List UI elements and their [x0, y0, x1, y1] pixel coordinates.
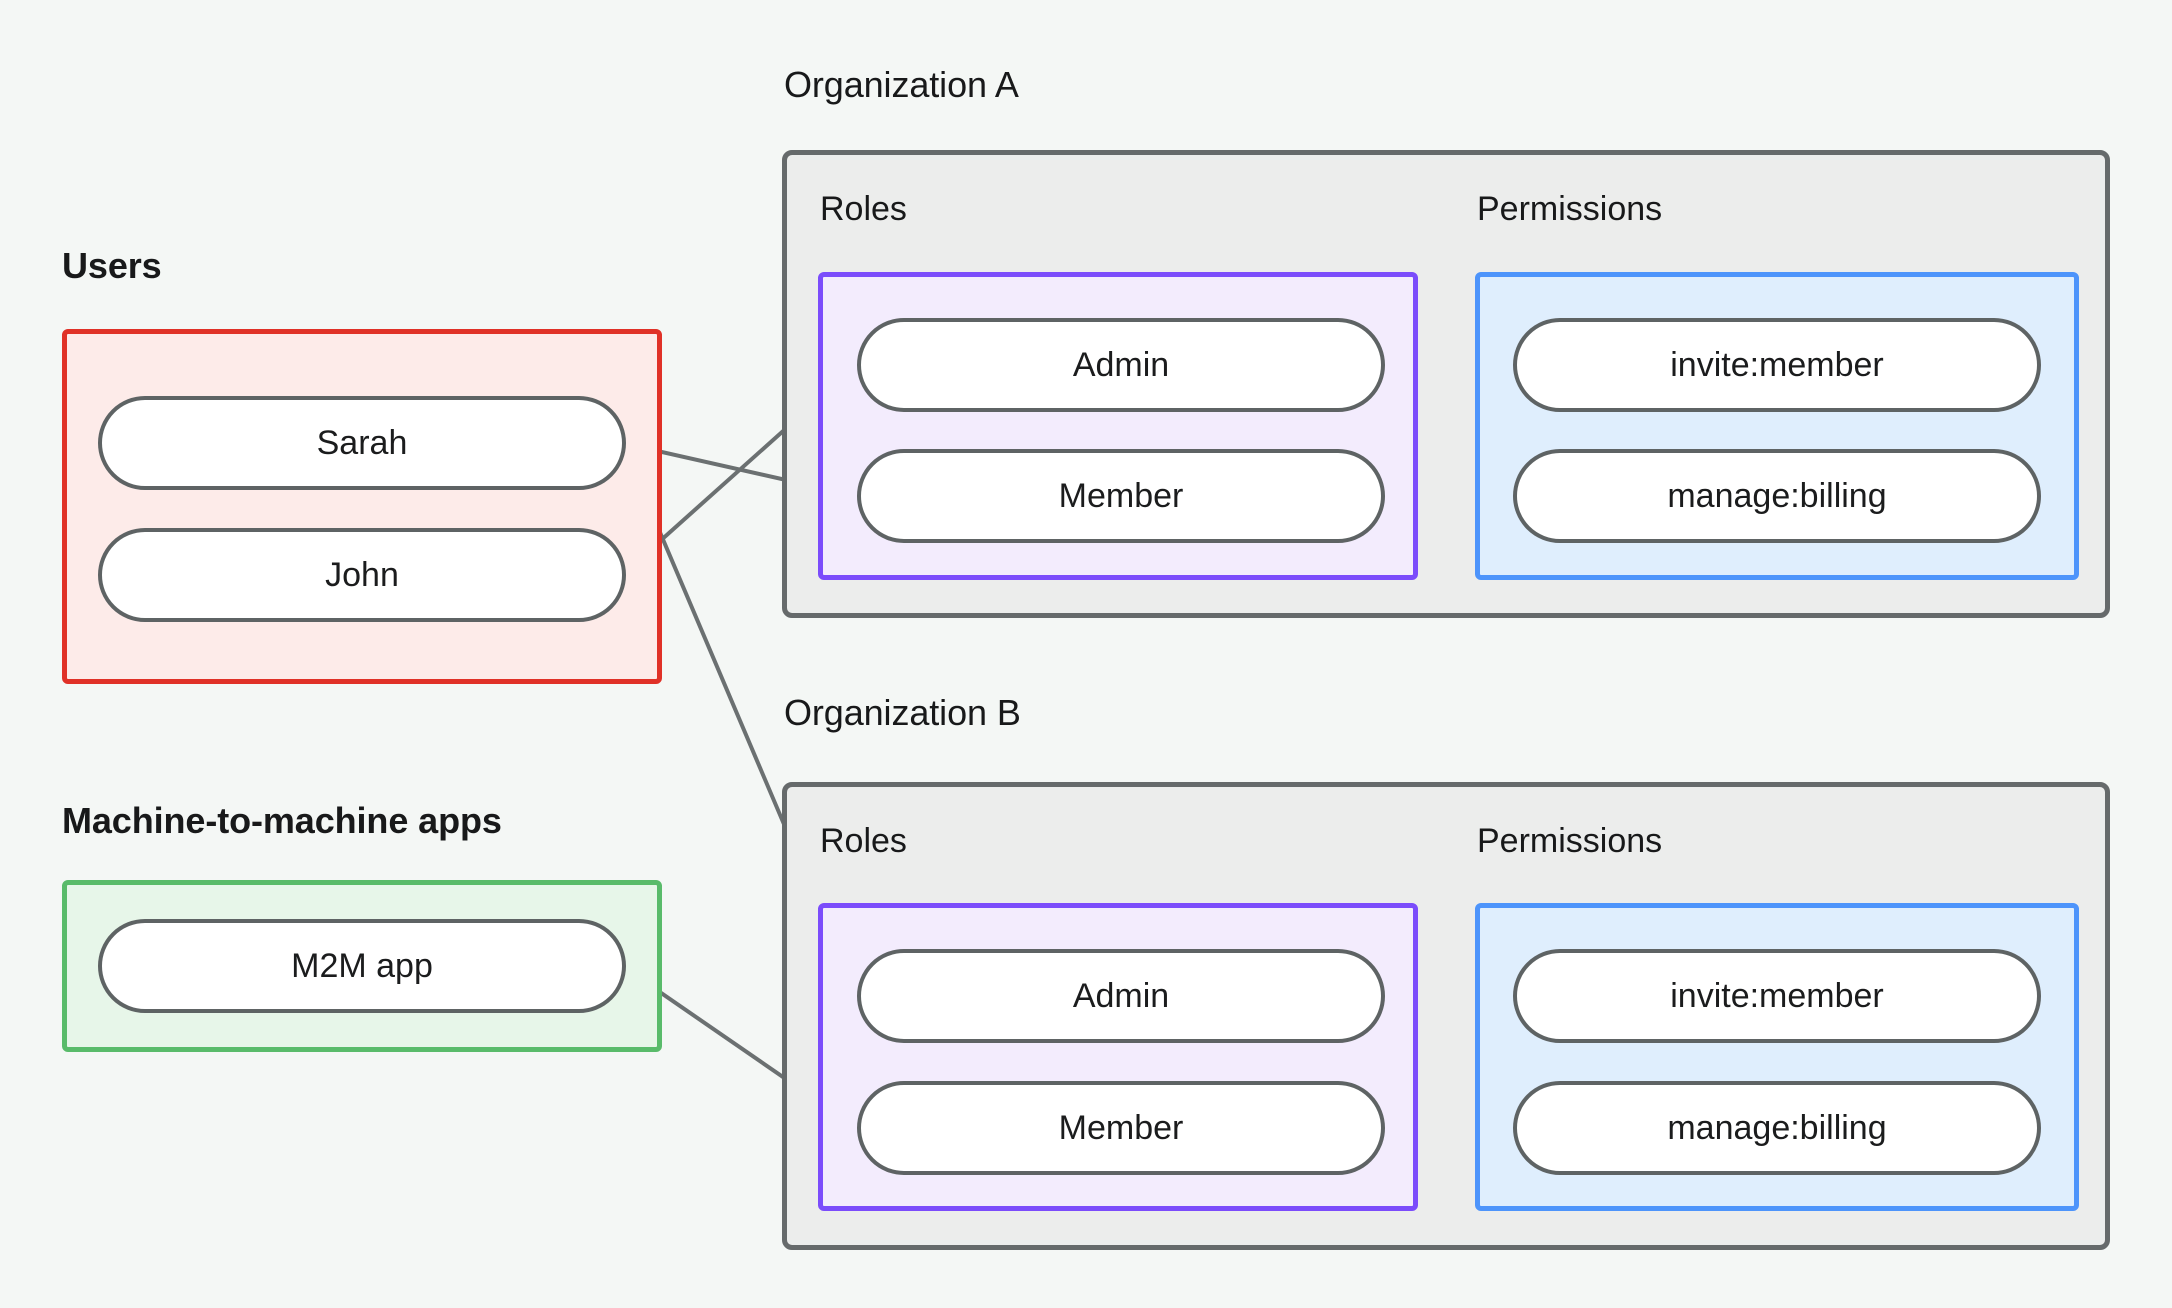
organization-b-roles-label: Roles — [820, 822, 907, 860]
organization-a-role-member[interactable]: Member — [857, 449, 1385, 543]
organization-a-role-admin[interactable]: Admin — [857, 318, 1385, 412]
organization-a-permissions-label: Permissions — [1477, 190, 1663, 228]
organization-b-label: Organization B — [784, 692, 1021, 733]
user-node-john[interactable]: John — [98, 528, 626, 622]
users-container — [62, 329, 662, 684]
organization-b-permission-manage-billing[interactable]: manage:billing — [1513, 1081, 2041, 1175]
organization-b-permission-invite-member[interactable]: invite:member — [1513, 949, 2041, 1043]
organization-b-role-member[interactable]: Member — [857, 1081, 1385, 1175]
user-node-sarah[interactable]: Sarah — [98, 396, 626, 490]
m2m-group-label: Machine-to-machine apps — [62, 800, 502, 841]
users-group-label: Users — [62, 245, 162, 286]
organization-a-permission-manage-billing[interactable]: manage:billing — [1513, 449, 2041, 543]
organization-a-label: Organization A — [784, 64, 1019, 105]
organization-a-permission-invite-member[interactable]: invite:member — [1513, 318, 2041, 412]
organization-b-permissions-label: Permissions — [1477, 822, 1663, 860]
organization-a-roles-label: Roles — [820, 190, 907, 228]
m2m-node-app[interactable]: M2M app — [98, 919, 626, 1013]
organization-b-role-admin[interactable]: Admin — [857, 949, 1385, 1043]
